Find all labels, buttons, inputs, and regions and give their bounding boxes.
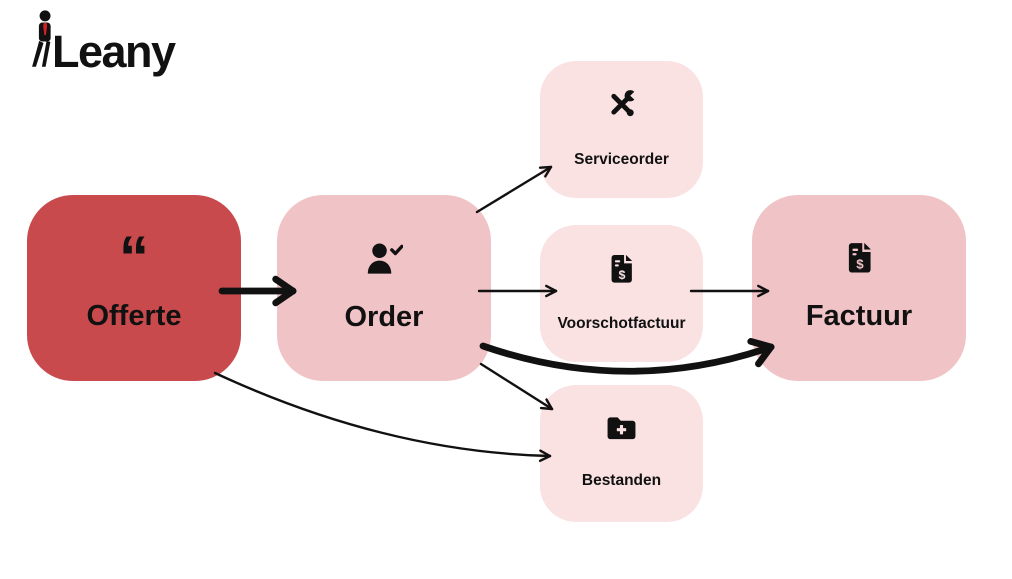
svg-text:$: $ [856,257,864,272]
node-offerte: “ Offerte [27,195,241,381]
logo: Leany [28,10,176,77]
node-bestanden-label: Bestanden [581,472,662,490]
quote-icon: “ [119,223,149,291]
node-voorschotfactuur: $ Voorschotfactuur [540,225,703,362]
node-serviceorder: Serviceorder [540,61,703,198]
invoice-icon: $ [611,254,633,283]
user-check-icon [367,243,403,274]
person-leaning-icon [32,10,51,67]
edge-order-to-serviceorder [475,165,553,214]
node-factuur-label: Factuur [805,300,913,333]
node-offerte-label: Offerte [86,299,182,332]
tools-icon [610,89,637,117]
node-voorschotfactuur-label: Voorschotfactuur [557,314,686,332]
node-factuur: $ Factuur [752,195,966,381]
node-order: Order [277,195,491,381]
invoice-icon: $ [848,242,871,273]
logo-text: Leany [52,26,176,77]
svg-text:$: $ [618,268,625,282]
node-serviceorder-label: Serviceorder [574,151,669,169]
node-bestanden: Bestanden [540,385,703,522]
red-tie [43,22,48,36]
folder-plus-icon [607,417,636,440]
node-order-label: Order [344,300,424,333]
edge-order-to-bestanden [479,362,554,411]
edge-offerte-to-bestanden [213,371,552,463]
